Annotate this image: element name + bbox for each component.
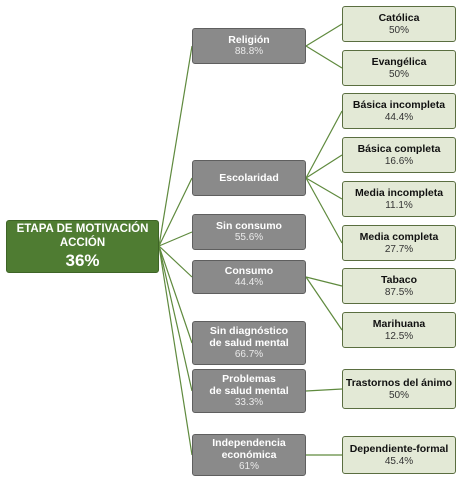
connector-line-12: [305, 177, 343, 244]
category-value: 33.3%: [234, 397, 264, 408]
leaf-value: 50%: [388, 68, 409, 80]
leaf-tabaco: Tabaco 87.5%: [342, 268, 456, 304]
category-religion: Religión 88.8%: [192, 28, 306, 64]
category-label-line2: económica: [221, 449, 277, 461]
leaf-label: Media completa: [359, 230, 439, 243]
category-sin-consumo: Sin consumo 55.6%: [192, 214, 306, 250]
leaf-label: Media incompleta: [354, 186, 444, 199]
connector-line-6: [158, 245, 193, 456]
category-value: 55.6%: [234, 232, 264, 243]
category-value: 44.4%: [234, 277, 264, 288]
leaf-media-incompleta: Media incompleta 11.1%: [342, 181, 456, 217]
leaf-label: Evangélica: [371, 55, 427, 68]
connector-line-9: [305, 110, 343, 179]
category-sin-diagnostico: Sin diagnóstico de salud mental 66.7%: [192, 321, 306, 365]
root-title-line2: ACCIÓN: [59, 237, 106, 249]
leaf-value: 11.1%: [385, 199, 413, 211]
leaf-label: Trastornos del ánimo: [345, 376, 453, 389]
leaf-trastornos-animo: Trastornos del ánimo 50%: [342, 369, 456, 409]
root-value: 36%: [65, 251, 100, 270]
leaf-evangelica: Evangélica 50%: [342, 50, 456, 86]
leaf-marihuana: Marihuana 12.5%: [342, 312, 456, 348]
connector-line-11: [305, 177, 343, 200]
connector-line-15: [305, 388, 343, 392]
category-value: 61%: [238, 461, 259, 472]
connector-line-10: [305, 154, 343, 179]
category-value: 66.7%: [234, 349, 264, 360]
connector-line-0: [158, 45, 193, 247]
category-label: Escolaridad: [219, 172, 279, 184]
leaf-value: 16.6%: [384, 155, 414, 167]
leaf-value: 50%: [388, 24, 409, 36]
leaf-catolica: Católica 50%: [342, 6, 456, 42]
category-consumo: Consumo 44.4%: [192, 260, 306, 294]
leaf-value: 44.4%: [384, 111, 414, 123]
category-escolaridad: Escolaridad: [192, 160, 306, 196]
category-label: Religión: [228, 34, 270, 46]
leaf-label: Dependiente-formal: [349, 442, 449, 455]
category-problemas: Problemas de salud mental 33.3%: [192, 369, 306, 413]
leaf-label: Católica: [378, 11, 420, 24]
category-label: Sin consumo: [216, 220, 282, 232]
category-independencia: Independencia económica 61%: [192, 434, 306, 476]
category-label-line1: Problemas: [222, 373, 276, 385]
connector-line-1: [158, 177, 193, 247]
category-label-line1: Sin diagnóstico: [209, 325, 289, 337]
connector-line-14: [305, 276, 343, 331]
category-label-line2: de salud mental: [209, 337, 289, 349]
leaf-value: 87.5%: [384, 286, 414, 298]
connector-line-2: [158, 231, 193, 247]
root-title-line1: ETAPA DE MOTIVACIÓN: [16, 223, 149, 235]
category-label: Consumo: [224, 265, 274, 277]
leaf-label: Marihuana: [372, 317, 426, 330]
root-node: ETAPA DE MOTIVACIÓN ACCIÓN 36%: [6, 220, 159, 273]
leaf-label: Básica incompleta: [352, 98, 446, 111]
category-value: 88.8%: [234, 46, 264, 57]
category-label-line1: Independencia: [212, 437, 286, 449]
category-label-line2: de salud mental: [209, 385, 289, 397]
leaf-basica-incompleta: Básica incompleta 44.4%: [342, 93, 456, 129]
connector-line-8: [305, 45, 343, 69]
leaf-media-completa: Media completa 27.7%: [342, 225, 456, 261]
leaf-dependiente-formal: Dependiente-formal 45.4%: [342, 436, 456, 474]
connector-line-5: [158, 245, 193, 392]
leaf-basica-completa: Básica completa 16.6%: [342, 137, 456, 173]
leaf-label: Tabaco: [381, 273, 417, 286]
leaf-value: 50%: [388, 389, 409, 401]
leaf-label: Básica completa: [357, 142, 441, 155]
connector-line-7: [305, 23, 343, 47]
leaf-value: 12.5%: [384, 330, 414, 342]
leaf-value: 27.7%: [384, 243, 414, 255]
connector-line-4: [158, 245, 193, 344]
connector-line-13: [305, 276, 343, 287]
connector-line-3: [158, 245, 193, 278]
leaf-value: 45.4%: [384, 455, 414, 467]
